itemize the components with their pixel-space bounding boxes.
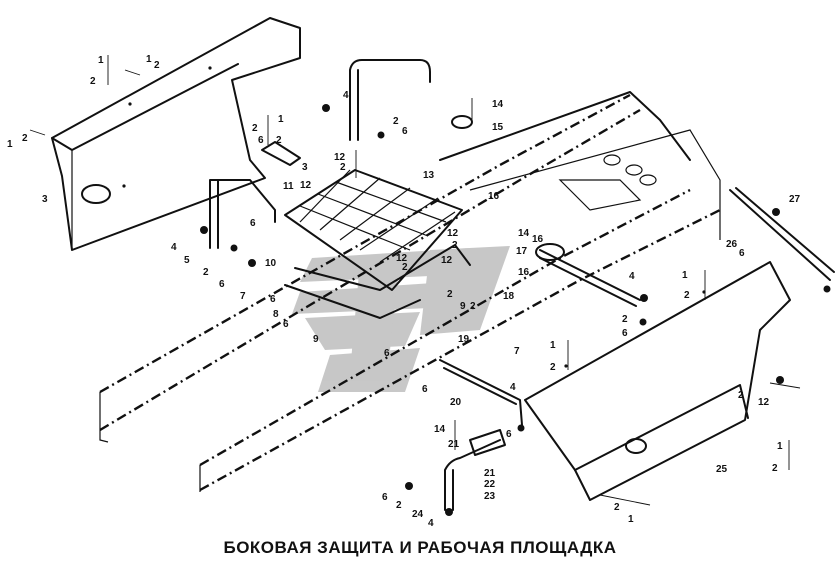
callout-label: 13 [423, 170, 435, 181]
callout-label: 2 [470, 301, 476, 312]
callout-label: 2 [738, 390, 744, 401]
callout-label: 14 [518, 228, 530, 239]
callout-label: 2 [154, 60, 160, 71]
callout-label: 2 [276, 135, 282, 146]
callout-label: 6 [283, 319, 289, 330]
callout-label: 24 [412, 509, 424, 520]
callout-label: 12 [447, 228, 459, 239]
callout-label: 19 [458, 334, 470, 345]
callout-label: 4 [510, 382, 516, 393]
callout-label: 6 [270, 294, 276, 305]
callout-label: 4 [171, 242, 177, 253]
callout-label: 12 [441, 255, 453, 266]
callout-label: 14 [492, 99, 504, 110]
callout-label: 6 [402, 126, 408, 137]
callout-label: 2 [614, 502, 620, 513]
callout-label: 20 [450, 397, 462, 408]
callout-label: 21 [484, 468, 496, 479]
callout-label: 2 [396, 500, 402, 511]
side-guard-right-lower [524, 261, 791, 501]
callout-label: 6 [422, 384, 428, 395]
callout-label: 6 [219, 279, 225, 290]
callout-label: 2 [452, 240, 458, 251]
diagram-caption: БОКОВАЯ ЗАЩИТА И РАБОЧАЯ ПЛОЩАДКА [223, 538, 617, 557]
side-guard-left-upper [51, 17, 301, 251]
callout-label: 2 [22, 133, 28, 144]
callout-label: 2 [772, 463, 778, 474]
brackets [209, 59, 835, 511]
callout-label: 2 [90, 76, 96, 87]
callout-label: 14 [434, 424, 446, 435]
callout-label: 7 [240, 291, 246, 302]
callout-label: 2 [622, 314, 628, 325]
callout-label: 9 [313, 334, 319, 345]
callout-label: 12 [334, 152, 346, 163]
fastener-nuts [200, 104, 831, 516]
callout-label: 22 [484, 479, 496, 490]
callout-label: 12 [396, 253, 408, 264]
callout-label: 9 [460, 301, 466, 312]
callout-label: 2 [252, 123, 258, 134]
callout-label: 11 [283, 181, 294, 192]
callout-label: 27 [789, 194, 801, 205]
working-platform [284, 169, 471, 319]
callout-label: 2 [447, 289, 453, 300]
callout-label: 15 [492, 122, 504, 133]
callout-label: 23 [484, 491, 496, 502]
callout-label: 16 [518, 267, 530, 278]
callout-label: 6 [250, 218, 256, 229]
callout-label: 1 [98, 55, 104, 66]
callout-label: 6 [622, 328, 628, 339]
callout-label: 16 [532, 234, 544, 245]
callout-label: 1 [628, 514, 634, 525]
callout-label: 12 [300, 180, 312, 191]
callout-label: 6 [258, 135, 264, 146]
callout-label: 1 [777, 441, 783, 452]
callout-label: 7 [514, 346, 520, 357]
callout-label: 18 [503, 291, 515, 302]
callout-label: 5 [184, 255, 190, 266]
callout-label: 2 [340, 162, 346, 173]
callout-label: 4 [428, 518, 434, 529]
callout-label: 25 [716, 464, 728, 475]
callout-label: 6 [382, 492, 388, 503]
callout-label: 3 [302, 162, 308, 173]
watermark-logo [292, 246, 510, 392]
callout-label: 2 [684, 290, 690, 301]
fastener-leaders [29, 55, 801, 506]
callout-label: 21 [448, 439, 460, 450]
callout-label: 6 [506, 429, 512, 440]
callout-label: 4 [629, 271, 635, 282]
callout-label: 1 [278, 114, 284, 125]
callout-label: 4 [343, 90, 349, 101]
callout-label: 3 [42, 194, 48, 205]
callout-label: 2 [550, 362, 556, 373]
callout-label: 1 [146, 54, 152, 65]
callout-label: 1 [682, 270, 688, 281]
callout-label: 2 [402, 262, 408, 273]
callout-label: 1 [7, 139, 13, 150]
callout-label: 10 [265, 258, 277, 269]
callout-label: 6 [739, 248, 745, 259]
callout-label: 6 [384, 348, 390, 359]
callout-label: 16 [488, 191, 500, 202]
callout-label: 1 [550, 340, 556, 351]
callout-label: 2 [203, 267, 209, 278]
callout-label: 26 [726, 239, 738, 250]
callout-label: 2 [393, 116, 399, 127]
callout-label: 8 [273, 309, 279, 320]
callouts: 1 2 1 2 1 2 3 4 5 2 6 4 2 6 2 6 1 2 12 2… [7, 54, 801, 529]
callout-label: 12 [758, 397, 770, 408]
callout-label: 17 [516, 246, 528, 257]
